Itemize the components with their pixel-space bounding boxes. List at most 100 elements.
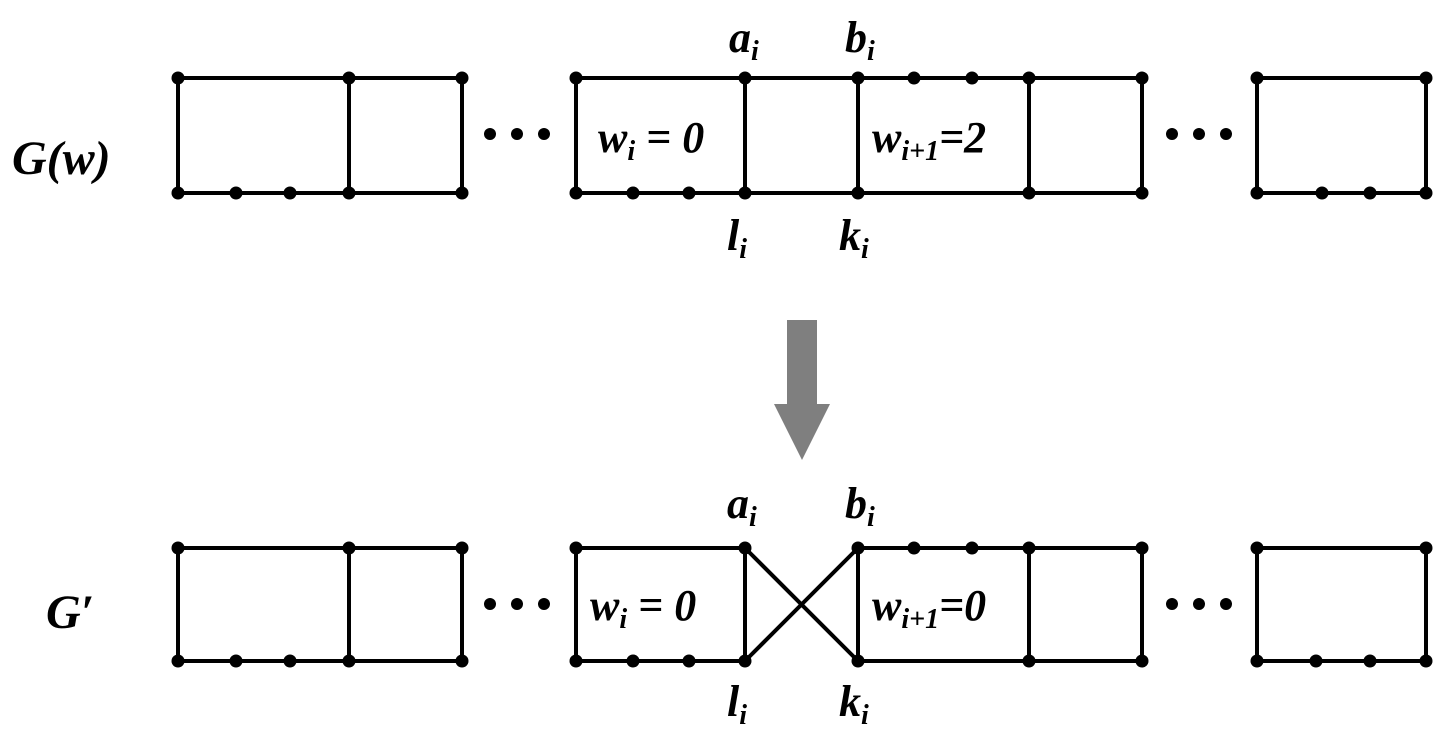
vertex <box>1419 71 1433 85</box>
bottom-k-label: ki <box>839 677 869 731</box>
ellipsis-dot <box>1166 598 1178 610</box>
vertex <box>1135 541 1149 555</box>
top-ellipsis-left <box>484 128 550 140</box>
vertex-l <box>738 654 752 668</box>
ellipsis-dot <box>538 128 550 140</box>
vertex <box>569 186 583 200</box>
down-arrow-icon <box>774 320 830 460</box>
bottom-middle-right-block <box>856 546 1144 663</box>
vertex <box>171 71 185 85</box>
bottom-a-label: ai <box>727 479 757 533</box>
ellipsis-dot <box>511 128 523 140</box>
vertex <box>965 71 979 85</box>
vertex <box>342 654 356 668</box>
vertex <box>171 541 185 555</box>
vertex <box>455 186 469 200</box>
vertex <box>1022 71 1036 85</box>
vertex <box>1419 654 1433 668</box>
bottom-graph-label: G′ <box>46 586 94 639</box>
vertex <box>626 654 640 668</box>
bottom-middle-left-block <box>574 546 747 663</box>
vertex <box>1315 186 1329 200</box>
vertex-a <box>738 71 752 85</box>
ellipsis-dot <box>484 128 496 140</box>
ellipsis-dot <box>1193 598 1205 610</box>
vertex-b <box>851 71 865 85</box>
vertex <box>455 71 469 85</box>
top-weight-right: wi+1=2 <box>872 113 986 167</box>
bottom-ellipsis-left <box>484 598 550 610</box>
bottom-b-label: bi <box>845 479 875 533</box>
vertex <box>1135 654 1149 668</box>
vertex <box>1363 654 1377 668</box>
arrow-head <box>774 404 830 460</box>
top-ellipsis-right <box>1166 128 1232 140</box>
top-weight-left: wi = 0 <box>598 113 704 167</box>
vertex <box>682 186 696 200</box>
ellipsis-dot <box>484 598 496 610</box>
vertex <box>569 654 583 668</box>
top-left-block-outline <box>176 76 464 195</box>
vertex <box>1135 71 1149 85</box>
bottom-left-block <box>176 546 464 663</box>
top-vertices <box>171 71 1433 200</box>
vertex <box>283 654 297 668</box>
vertex <box>455 541 469 555</box>
vertex <box>1250 654 1264 668</box>
vertex-k <box>851 654 865 668</box>
ellipsis-dot <box>538 598 550 610</box>
bottom-l-label: li <box>727 677 747 731</box>
bottom-right-block-outline <box>1255 546 1428 663</box>
vertex <box>171 186 185 200</box>
vertex <box>1022 186 1036 200</box>
vertex <box>1022 541 1036 555</box>
ellipsis-dot <box>1220 598 1232 610</box>
vertex <box>682 654 696 668</box>
vertex <box>1309 654 1323 668</box>
vertex <box>569 71 583 85</box>
ellipsis-dot <box>1193 128 1205 140</box>
bottom-ellipsis-right <box>1166 598 1232 610</box>
bottom-graph: G′ <box>46 479 1433 731</box>
vertex <box>229 654 243 668</box>
vertex <box>455 654 469 668</box>
vertex <box>342 186 356 200</box>
edge-b-l <box>743 546 860 663</box>
bottom-vertices <box>171 541 1433 668</box>
vertex <box>342 541 356 555</box>
bottom-left-block-outline <box>176 546 464 663</box>
vertex <box>171 654 185 668</box>
top-b-label: bi <box>845 13 875 67</box>
ellipsis-dot <box>511 598 523 610</box>
vertex <box>342 71 356 85</box>
vertex <box>907 71 921 85</box>
top-graph: G(w) <box>12 13 1433 265</box>
bottom-middle-left-outline <box>574 546 747 663</box>
vertex <box>907 541 921 555</box>
vertex <box>1419 186 1433 200</box>
top-graph-label: G(w) <box>12 132 111 185</box>
bottom-weight-right: wi+1=0 <box>872 581 986 635</box>
top-l-label: li <box>727 211 747 265</box>
arrow-shaft <box>787 320 817 406</box>
vertex <box>626 186 640 200</box>
vertex <box>1250 541 1264 555</box>
vertex <box>1363 186 1377 200</box>
vertex <box>283 186 297 200</box>
vertex <box>1250 186 1264 200</box>
top-right-block-outline <box>1255 76 1428 195</box>
bottom-weight-left: wi = 0 <box>590 581 696 635</box>
top-left-block <box>176 76 464 195</box>
vertex <box>569 541 583 555</box>
top-a-label: ai <box>729 13 759 67</box>
vertex <box>1419 541 1433 555</box>
crossed-edges <box>743 546 860 663</box>
ellipsis-dot <box>1166 128 1178 140</box>
vertex <box>229 186 243 200</box>
vertex <box>1022 654 1036 668</box>
vertex-l <box>738 186 752 200</box>
vertex-b <box>851 541 865 555</box>
vertex <box>965 541 979 555</box>
